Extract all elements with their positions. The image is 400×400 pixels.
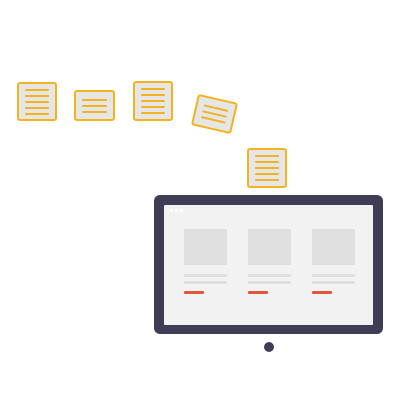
- card-button: [184, 291, 204, 294]
- document-icon: [190, 93, 239, 135]
- card-image-placeholder: [312, 229, 355, 265]
- card-image-placeholder: [248, 229, 291, 265]
- monitor-icon: [154, 195, 383, 334]
- browser-dot: [170, 209, 173, 212]
- browser-dot: [180, 209, 183, 212]
- card-text-placeholder: [248, 274, 291, 277]
- card-button: [312, 291, 332, 294]
- card-text-placeholder: [248, 281, 291, 284]
- document-icon: [133, 81, 173, 121]
- monitor-screen: [164, 205, 373, 325]
- document-icon: [247, 148, 287, 188]
- browser-dot: [175, 209, 178, 212]
- card-image-placeholder: [184, 229, 227, 265]
- document-icon: [74, 90, 115, 121]
- document-icon: [17, 82, 57, 121]
- card-text-placeholder: [184, 281, 227, 284]
- monitor-stand-dot: [264, 342, 274, 352]
- card-button: [248, 291, 268, 294]
- card-text-placeholder: [312, 274, 355, 277]
- card-text-placeholder: [312, 281, 355, 284]
- card-text-placeholder: [184, 274, 227, 277]
